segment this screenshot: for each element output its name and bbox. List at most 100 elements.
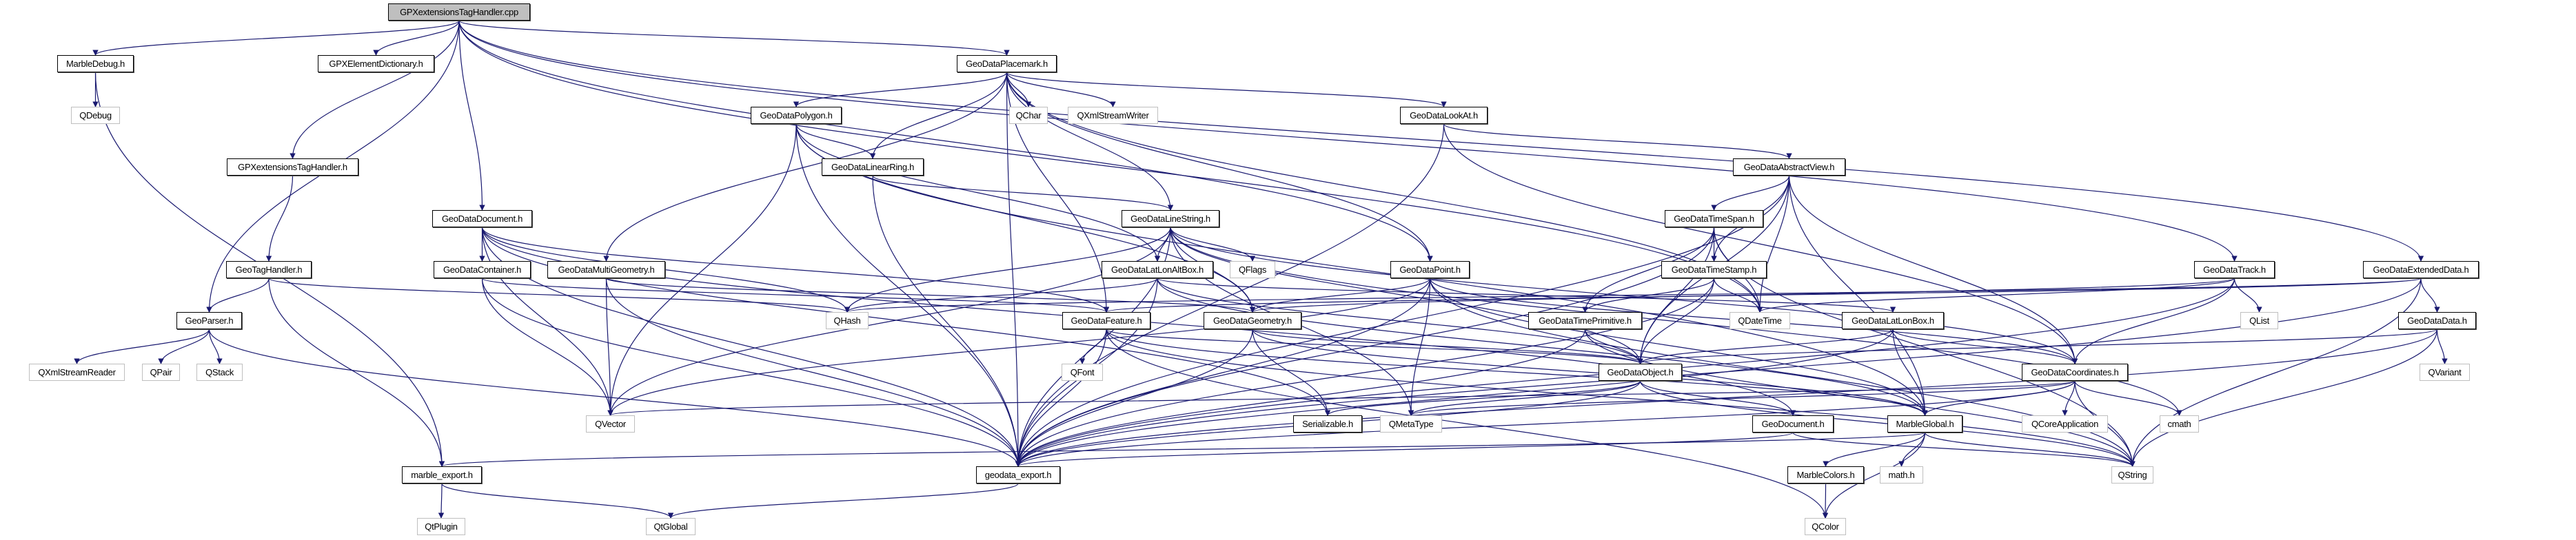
edge-geotaghandler-h-to-marble-export-h [268, 278, 445, 467]
edge-geodatalookat-h-to-geodatacoordinates-h [1443, 123, 2078, 364]
graph-node-qdebug: QDebug [71, 107, 120, 124]
edge-geodataabstractview-h-to-geodatacoordinates-h [1788, 175, 2078, 364]
edge-geodatalatlonbox-h-to-geodataobject-h [1637, 329, 1894, 364]
graph-node-marbledebug-h[interactable]: MarbleDebug.h [57, 55, 134, 72]
graph-node-geodatalookat-h[interactable]: GeoDataLookAt.h [1400, 107, 1488, 124]
edge-geodatageometry-h-to-serializable-h [1252, 329, 1331, 416]
graph-node-geodataextendeddata-h[interactable]: GeoDataExtendedData.h [2363, 261, 2479, 278]
graph-node-qdatetime: QDateTime [1730, 312, 1790, 329]
graph-node-geotaghandler-h[interactable]: GeoTagHandler.h [226, 261, 312, 278]
graph-node-geodatalinestring-h[interactable]: GeoDataLineString.h [1122, 210, 1219, 227]
graph-node-geodatapoint-h[interactable]: GeoDataPoint.h [1390, 261, 1470, 278]
edge-geodataabstractview-h-to-geodatatimespan-h [1711, 175, 1790, 211]
edge-geodatapoint-h-to-qmetatype [1408, 278, 1431, 416]
graph-node-geodocument-h[interactable]: GeoDocument.h [1752, 415, 1834, 433]
edge-geodatadocument-h-to-geodatafeature-h [481, 227, 1110, 313]
graph-node-qstack: QStack [196, 364, 243, 381]
edge-geodatapolygon-h-to-geodatalinearring-h [795, 123, 876, 159]
edge-geodatageometry-h-to-geodata-export-h [1015, 329, 1253, 467]
edge-geodatalatlonbox-h-to-geodatacoordinates-h [1892, 329, 2078, 364]
edge-gpxextensionstaghandler-cpp-to-geodataextendeddata-h [458, 20, 2424, 262]
graph-node-serializable-h[interactable]: Serializable.h [1293, 415, 1362, 433]
edge-geodatapolygon-h-to-geodatalatlonaltbox-h [795, 123, 1161, 262]
edge-geodatatimestamp-h-to-geodataobject-h [1637, 278, 1715, 364]
edge-geodatafeature-h-to-qstring [1106, 329, 2136, 467]
edge-geodatadocument-h-to-qvector [481, 227, 613, 416]
edge-geodataabstractview-h-to-marbleglobal-h [1788, 175, 1928, 416]
edge-geodataplacemark-h-to-geodatapolygon-h [793, 72, 1008, 107]
graph-node-geodatadocument-h[interactable]: GeoDataDocument.h [432, 210, 532, 227]
edge-geodatalatlonbox-h-to-marbleglobal-h [1892, 329, 1928, 416]
graph-node-geodatatrack-h[interactable]: GeoDataTrack.h [2194, 261, 2275, 278]
edge-geodatatimespan-h-to-geodataobject-h [1637, 227, 1715, 364]
graph-node-qcoreapplication: QCoreApplication [2022, 415, 2108, 433]
graph-node-marble-export-h[interactable]: marble_export.h [402, 466, 482, 484]
graph-node-geodatageometry-h[interactable]: GeoDataGeometry.h [1204, 312, 1301, 329]
edge-geodatacoordinates-h-to-qcoreapplication [2062, 380, 2076, 416]
edge-geodatatimeprimitive-h-to-qstring [1584, 329, 2136, 467]
graph-node-geodatafeature-h[interactable]: GeoDataFeature.h [1062, 312, 1150, 329]
edge-geodatatrack-h-to-qdatetime [1757, 278, 2235, 313]
edge-geodocument-h-to-qstring [1792, 432, 2136, 467]
graph-node-qxmlstreamwriter: QXmlStreamWriter [1068, 107, 1158, 124]
edge-geodatalatlonaltbox-h-to-qhash [844, 278, 1158, 313]
edge-geoparser-h-to-qstack [208, 329, 223, 364]
edge-gpxextensionstaghandler-cpp-to-gpxextensionstaghandler-h [290, 20, 460, 159]
graph-node-geodatalatlonaltbox-h[interactable]: GeoDataLatLonAltBox.h [1102, 261, 1213, 278]
edge-geodatalookat-h-to-geodata-export-h [1015, 123, 1445, 467]
graph-node-gpxelementdictionary-h[interactable]: GPXElementDictionary.h [318, 55, 434, 72]
edge-geodatalatlonaltbox-h-to-marbleglobal-h [1157, 278, 1928, 416]
graph-node-geodatacontainer-h[interactable]: GeoDataContainer.h [434, 261, 531, 278]
edge-geodatalatlonaltbox-h-to-geodatalatlonbox-h [1157, 278, 1896, 313]
edge-geodataobject-h-to-qmetatype [1408, 380, 1641, 416]
edge-geodatageometry-h-to-geodataobject-h [1252, 329, 1643, 364]
graph-node-marbleglobal-h[interactable]: MarbleGlobal.h [1887, 415, 1963, 433]
graph-node-gpxextensionstaghandler-h[interactable]: GPXextensionsTagHandler.h [227, 158, 358, 176]
edge-geodataobject-h-to-qstring [1639, 380, 2136, 467]
graph-node-geodatatimestamp-h[interactable]: GeoDataTimeStamp.h [1661, 261, 1767, 278]
graph-node-geodatapolygon-h[interactable]: GeoDataPolygon.h [751, 107, 842, 124]
edge-geodatafeature-h-to-marbleglobal-h [1106, 329, 1928, 416]
graph-node-gpxextensionstaghandler-cpp[interactable]: GPXextensionsTagHandler.cpp [388, 3, 530, 21]
edge-gpxextensionstaghandler-cpp-to-marbledebug-h [92, 20, 460, 56]
graph-node-geodatacoordinates-h[interactable]: GeoDataCoordinates.h [2022, 364, 2128, 381]
graph-node-geodatatimeprimitive-h[interactable]: GeoDataTimePrimitive.h [1528, 312, 1642, 329]
graph-node-qmetatype: QMetaType [1380, 415, 1442, 433]
graph-node-geodatadata-h[interactable]: GeoDataData.h [2398, 312, 2476, 329]
graph-node-geodatalatlonbox-h[interactable]: GeoDataLatLonBox.h [1842, 312, 1944, 329]
edge-geodataplacemark-h-to-geodatalookat-h [1006, 72, 1447, 107]
graph-node-qflags: QFlags [1230, 261, 1275, 278]
edge-geodataplacemark-h-to-qxmlstreamwriter [1006, 72, 1116, 107]
graph-node-geoparser-h[interactable]: GeoParser.h [176, 312, 242, 329]
graph-node-geodataabstractview-h[interactable]: GeoDataAbstractView.h [1733, 158, 1845, 176]
graph-node-qxmlstreamreader: QXmlStreamReader [29, 364, 125, 381]
edge-gpxextensionstaghandler-cpp-to-gpxelementdictionary-h [373, 20, 460, 56]
graph-node-geodata-export-h[interactable]: geodata_export.h [976, 466, 1060, 484]
edge-geodatacontainer-h-to-qvector [481, 278, 613, 416]
graph-node-geodataobject-h[interactable]: GeoDataObject.h [1599, 364, 1682, 381]
edge-geodataobject-h-to-serializable-h [1324, 380, 1641, 416]
graph-node-geodataplacemark-h[interactable]: GeoDataPlacemark.h [957, 55, 1057, 72]
edge-geodatafeature-h-to-geodata-export-h [1015, 329, 1107, 467]
edge-geodataobject-h-to-geodocument-h [1639, 380, 1796, 416]
edge-marbleglobal-h-to-marble-export-h [439, 432, 1926, 467]
edge-gpxextensionstaghandler-cpp-to-geodatadocument-h [458, 20, 485, 211]
graph-node-math-h: math.h [1880, 466, 1923, 484]
edge-geodataplacemark-h-to-geodatamultigeometry-h [603, 72, 1008, 262]
edge-geotaghandler-h-to-qhash [268, 278, 850, 313]
edge-geodatadocument-h-to-serializable-h [481, 227, 1331, 416]
edge-geodatamultigeometry-h-to-qvector [605, 278, 613, 416]
edge-marbleglobal-h-to-qstring [1924, 432, 2136, 467]
edge-geodatalatlonaltbox-h-to-geodataobject-h [1157, 278, 1643, 364]
graph-node-qtglobal: QtGlobal [646, 518, 696, 535]
graph-node-geodatatimespan-h[interactable]: GeoDataTimeSpan.h [1665, 210, 1763, 227]
edge-geodataextendeddata-h-to-qhash [844, 278, 2422, 313]
graph-node-geodatalinearring-h[interactable]: GeoDataLinearRing.h [822, 158, 924, 176]
edge-geoparser-h-to-qxmlstreamreader [74, 329, 210, 364]
edge-geodatamultigeometry-h-to-geodata-export-h [605, 278, 1022, 467]
edge-geodatadata-h-to-geodata-export-h [1015, 329, 2438, 467]
graph-node-marblecolors-h[interactable]: MarbleColors.h [1787, 466, 1864, 484]
edge-geodatadata-h-to-geodataobject-h [1637, 329, 2438, 364]
graph-node-geodatamultigeometry-h[interactable]: GeoDataMultiGeometry.h [547, 261, 665, 278]
edge-geodatacoordinates-h-to-qvector [608, 380, 2076, 416]
